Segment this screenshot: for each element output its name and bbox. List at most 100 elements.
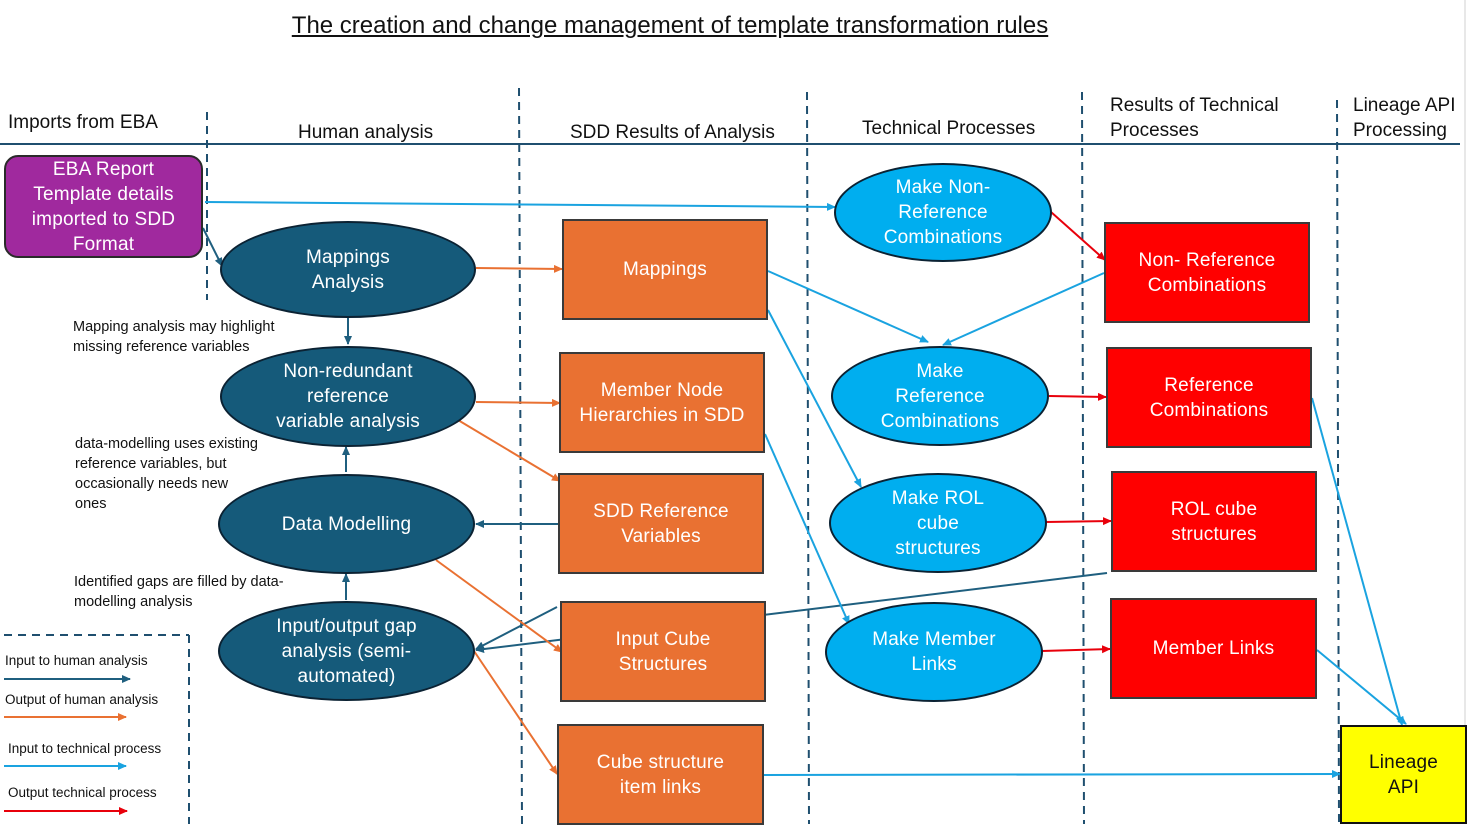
arrow-make-ref-to-refcomb xyxy=(1048,392,1107,401)
note-line: modelling analysis xyxy=(74,594,193,610)
node-make-rol-cube-structures: Make ROL cube structures xyxy=(829,473,1047,573)
note-line: data-modelling uses existing xyxy=(75,436,258,452)
note-line: reference variables, but xyxy=(75,456,227,472)
arrow-nonredundant-to-membernode xyxy=(475,398,561,407)
arrow-datamodelling-to-inputcube xyxy=(435,559,563,653)
node-nonreference-combinations: Non- Reference Combinations xyxy=(1104,222,1310,323)
note-line: Mapping analysis may highlight xyxy=(73,319,275,335)
node-mappings: Mappings xyxy=(562,219,768,320)
arrow-make-rol-to-rolcube xyxy=(1045,517,1112,526)
column-header-lineage: Lineage API Processing xyxy=(1353,93,1455,143)
node-line: Non-redundant xyxy=(283,361,413,382)
node-line: Lineage xyxy=(1368,751,1439,773)
node-line: Reference xyxy=(898,202,988,223)
node-gap-analysis: Input/output gap analysis (semi- automat… xyxy=(218,601,475,701)
node-line: Reference xyxy=(895,385,985,407)
node-line: structures xyxy=(895,537,981,559)
node-line: Hierarchies in SDD xyxy=(579,404,745,426)
node-line: Make xyxy=(916,360,964,382)
node-nonredundant-analysis: Non-redundant reference variable analysi… xyxy=(220,346,476,447)
node-reference-combinations: Reference Combinations xyxy=(1106,347,1312,448)
node-line: Input/output gap xyxy=(276,615,417,637)
arrow-gap-to-cubelinks xyxy=(473,650,558,775)
node-line: cube xyxy=(916,512,959,534)
arrow-membernode-to-make-member xyxy=(764,433,850,625)
node-line: SDD Reference xyxy=(593,500,729,522)
node-line: Input Cube xyxy=(615,628,711,650)
node-member-node-hierarchies: Member Node Hierarchies in SDD xyxy=(559,352,765,453)
divider-human-sdd xyxy=(518,87,523,824)
node-line: Format xyxy=(72,233,135,255)
node-line: Non- Reference xyxy=(1138,249,1276,271)
node-line: Data Modelling xyxy=(281,513,412,535)
node-line: Reference xyxy=(1164,374,1254,396)
note-mapping-analysis: Mapping analysis may highlight missing r… xyxy=(73,317,275,357)
column-header-technical: Technical Processes xyxy=(862,118,1036,139)
diagram-title: The creation and change management of te… xyxy=(291,12,1049,39)
column-header-human: Human analysis xyxy=(298,122,434,143)
arrow-nonrefcomb-to-make-ref xyxy=(942,272,1105,346)
legend-label-output-human: Output of human analysis xyxy=(5,692,159,707)
node-mappings-analysis: Mappings Analysis xyxy=(220,221,476,318)
note-line: occasionally needs new xyxy=(75,476,229,492)
node-lineage-api: Lineage API xyxy=(1340,725,1467,824)
column-header-results-line: Processes xyxy=(1110,120,1199,141)
node-line: Mappings xyxy=(623,259,707,280)
arrow-make-member-to-memberlinks xyxy=(1041,645,1111,654)
arrow-refcomb-to-lineage xyxy=(1311,397,1404,726)
node-line: Analysis xyxy=(311,271,385,293)
node-line: Structures xyxy=(618,653,708,675)
node-make-reference-combinations: Make Reference Combinations xyxy=(831,346,1049,446)
column-header-sdd: SDD Results of Analysis xyxy=(570,122,775,143)
node-rol-cube-structures: ROL cube structures xyxy=(1111,471,1317,572)
arrow-mappings-analysis-to-mappings xyxy=(475,264,563,273)
node-cube-structure-item-links: Cube structure item links xyxy=(557,724,764,825)
arrow-memberlinks-to-lineage xyxy=(1316,649,1407,725)
arrow-eba-to-mappings-analysis xyxy=(202,227,223,267)
node-line: imported to SDD xyxy=(31,208,176,230)
node-line: Combinations xyxy=(1149,399,1269,421)
column-header-results-line: Results of Technical xyxy=(1110,95,1279,116)
note-gaps: Identified gaps are filled by data- mode… xyxy=(74,572,284,612)
node-line: EBA Report xyxy=(52,158,155,180)
legend-label-output-technical: Output technical process xyxy=(8,785,157,800)
node-line: Make Member xyxy=(872,629,996,650)
divider-technical-results xyxy=(1081,91,1085,824)
arrow-mappings-to-make-ref xyxy=(767,270,929,343)
node-line: Make Non- xyxy=(895,177,991,198)
node-line: reference xyxy=(306,386,390,407)
note-line: ones xyxy=(75,496,107,512)
node-sdd-reference-variables: SDD Reference Variables xyxy=(558,473,764,574)
node-line: Mappings xyxy=(306,246,390,268)
node-data-modelling: Data Modelling xyxy=(218,474,475,574)
column-header-imports: Imports from EBA xyxy=(8,112,158,133)
node-line: structures xyxy=(1171,523,1257,545)
note-line: Identified gaps are filled by data- xyxy=(74,574,284,590)
node-line: automated) xyxy=(297,665,396,687)
node-line: item links xyxy=(619,776,702,798)
node-line: variable analysis xyxy=(276,411,420,432)
node-line: Combinations xyxy=(880,410,1000,432)
node-line: ROL cube xyxy=(1170,498,1258,520)
node-line: API xyxy=(1387,776,1420,798)
arrow-mappings-to-make-rol xyxy=(767,309,862,488)
node-make-member-links: Make Member Links xyxy=(825,602,1043,702)
node-line: Variables xyxy=(621,525,701,547)
column-header-results: Results of Technical Processes xyxy=(1110,93,1279,143)
arrow-make-nonref-to-nonrefcomb xyxy=(1050,211,1106,261)
note-data-modelling: data-modelling uses existing reference v… xyxy=(75,434,258,514)
arrow-eba-to-make-nonref xyxy=(204,201,836,211)
node-line: Member Node xyxy=(600,379,724,401)
node-line: Combinations xyxy=(1147,274,1267,296)
node-line: analysis (semi- xyxy=(281,640,412,662)
node-eba-report: EBA Report Template details imported to … xyxy=(4,155,203,258)
node-line: Make ROL xyxy=(891,487,985,509)
arrow-inputcube-to-gap xyxy=(475,606,558,650)
node-line: Template details xyxy=(33,183,174,205)
node-line: Cube structure xyxy=(596,751,725,773)
arrow-cubelinks-to-lineage xyxy=(763,770,1341,779)
node-line: Combinations xyxy=(883,227,1003,248)
node-make-nonreference-combinations: Make Non- Reference Combinations xyxy=(834,163,1052,262)
divider-results-lineage xyxy=(1336,99,1340,824)
